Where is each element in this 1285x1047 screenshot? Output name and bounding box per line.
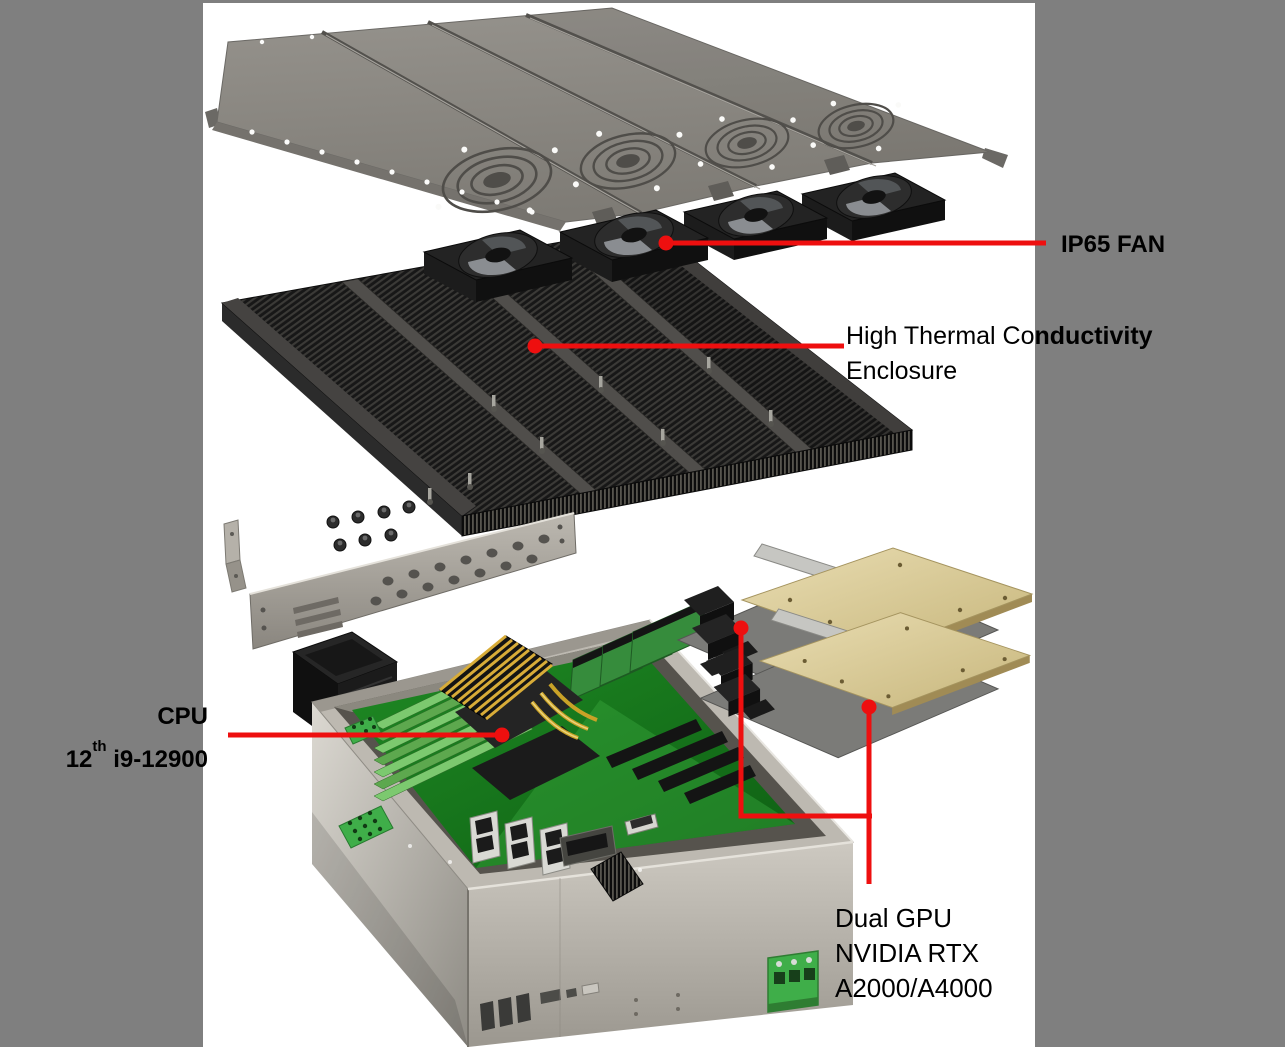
pcie-slots [606,719,756,804]
callout-lines [228,235,1046,884]
enclosure-line2: Enclosure [846,357,958,385]
gpu-connectors [684,586,758,663]
callout-label-gpu: Dual GPU NVIDIA RTX A2000/A4000 [835,901,993,1006]
cpu-line2: 12th i9-12900 [65,737,208,774]
gpu-line3: A2000/A4000 [835,973,993,1003]
fan-2 [558,209,710,282]
front-panel [480,878,680,1037]
fan-3 [682,190,829,260]
cover-fan-grilles [435,100,902,214]
heatsink-enclosure [220,225,914,537]
callout-line-gpu [738,628,872,884]
mini-heatsink [590,851,644,902]
gpu-line1: Dual GPU [835,903,953,933]
mounting-rail [249,512,577,650]
fan-1 [422,229,574,302]
ip65-fan-text: IP65 FAN [1061,231,1166,258]
callout-label-enclosure: High Thermal Conductivity Enclosure [846,319,1153,389]
gpu-line2: NVIDIA RTX [835,938,980,968]
callout-label-ip65-fan: IP65 FAN [1061,227,1165,262]
callout-label-cpu: CPU 12th i9-12900 [30,698,208,778]
l-bracket [223,519,247,593]
cpu-cooler [439,634,600,800]
power-terminal [767,950,819,1013]
io-ports [469,810,659,876]
top-cover-panel [205,7,1008,231]
fan-row [422,172,947,302]
hex-nuts [326,500,416,552]
enclosure-line1: High Thermal Conductivity [846,322,1153,350]
riser-cards [569,599,706,701]
cpu-line1: CPU [157,703,208,730]
standoff-pins [427,357,774,505]
